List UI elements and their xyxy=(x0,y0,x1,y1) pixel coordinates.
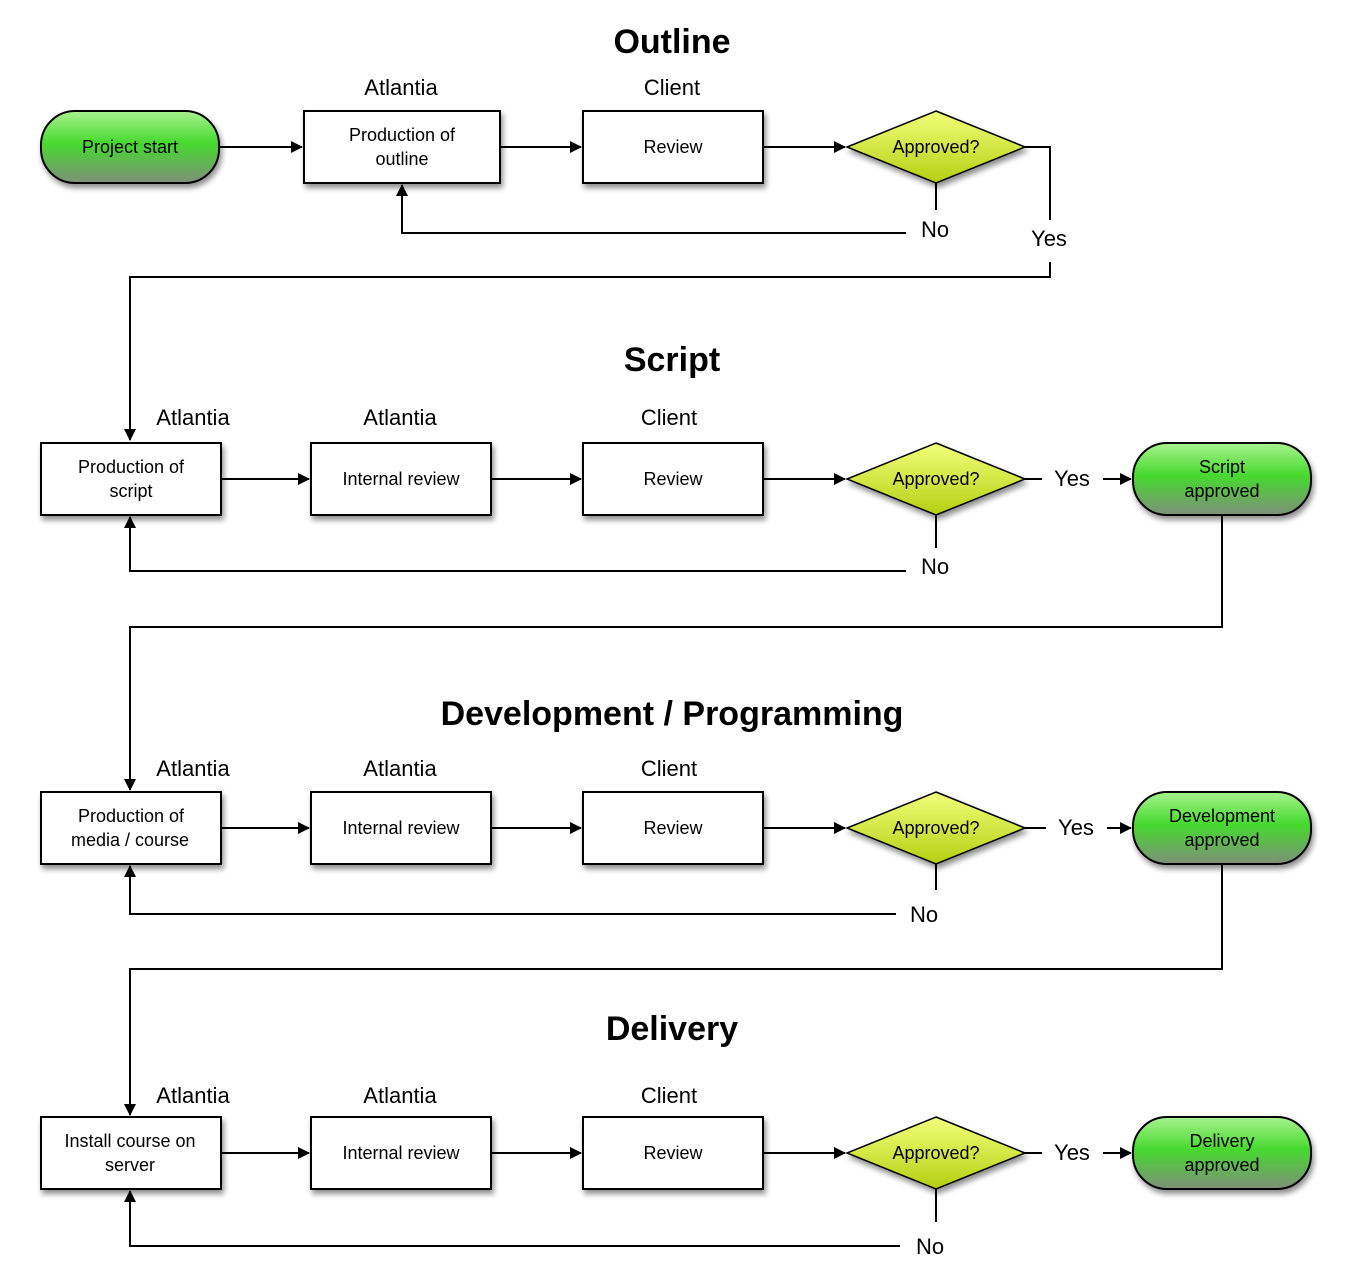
arrow-no-loop xyxy=(130,515,937,572)
box-label: Review xyxy=(643,137,703,157)
box-client-review: Review xyxy=(582,1116,764,1190)
terminal-delivery-approved: Delivery approved xyxy=(1132,1116,1312,1190)
box-install-course-on-server: Install course on server xyxy=(40,1116,222,1190)
terminal-label-line1: Script xyxy=(1199,457,1245,477)
arrow-no-loop xyxy=(130,864,937,915)
box-label-line1: Production of xyxy=(349,125,456,145)
edge-label-yes: Yes xyxy=(1054,466,1090,491)
edge-label-no: No xyxy=(921,217,949,242)
lane-label-atlantia-1: Atlantia xyxy=(156,405,230,430)
arrow-to-script-section xyxy=(124,262,1051,441)
lane-label-client: Client xyxy=(644,75,700,100)
box-label: Review xyxy=(643,818,703,838)
box-client-review: Review xyxy=(582,791,764,865)
edge-label-yes: Yes xyxy=(1031,226,1067,251)
section-title-script: Script xyxy=(624,341,720,379)
terminal-label-line2: approved xyxy=(1184,1155,1259,1175)
box-client-review: Review xyxy=(582,442,764,516)
box-label-line1: Production of xyxy=(78,457,185,477)
lane-label-atlantia-1: Atlantia xyxy=(156,756,230,781)
box-label-line2: script xyxy=(109,481,152,501)
terminal-development-approved: Development approved xyxy=(1132,791,1312,865)
box-label-line2: outline xyxy=(375,149,428,169)
lane-label-atlantia-2: Atlantia xyxy=(363,405,437,430)
terminal-label: Project start xyxy=(82,137,178,157)
terminal-project-start: Project start xyxy=(40,110,220,184)
edge-label-yes: Yes xyxy=(1058,815,1094,840)
edge-label-yes: Yes xyxy=(1054,1140,1090,1165)
section-title-development: Development / Programming xyxy=(441,695,904,733)
edge-label-no: No xyxy=(921,554,949,579)
box-production-of-media: Production of media / course xyxy=(40,791,222,865)
decision-approved: Approved? xyxy=(844,110,1028,184)
box-label-line1: Install course on xyxy=(64,1131,195,1151)
box-label: Review xyxy=(643,469,703,489)
lane-label-client: Client xyxy=(641,1083,697,1108)
section-title-delivery: Delivery xyxy=(606,1010,738,1048)
terminal-label-line1: Development xyxy=(1169,806,1275,826)
section-title-outline: Outline xyxy=(613,23,730,61)
box-internal-review: Internal review xyxy=(310,442,492,516)
arrow-no-loop xyxy=(402,183,937,234)
terminal-label-line1: Delivery xyxy=(1189,1131,1254,1151)
box-internal-review: Internal review xyxy=(310,1116,492,1190)
box-label-line2: media / course xyxy=(71,830,189,850)
lane-label-client: Client xyxy=(641,405,697,430)
box-internal-review: Internal review xyxy=(310,791,492,865)
decision-approved: Approved? xyxy=(844,442,1028,516)
box-label: Internal review xyxy=(342,469,460,489)
edge-label-no: No xyxy=(916,1234,944,1259)
box-production-of-script: Production of script xyxy=(40,442,222,516)
lane-label-client: Client xyxy=(641,756,697,781)
box-production-of-outline: Production of outline xyxy=(303,110,501,184)
lane-label-atlantia-2: Atlantia xyxy=(363,756,437,781)
arrow-to-delivery-section xyxy=(124,864,1223,1116)
lane-label-atlantia-1: Atlantia xyxy=(156,1083,230,1108)
decision-label: Approved? xyxy=(892,137,979,157)
box-label: Internal review xyxy=(342,818,460,838)
terminal-label-line2: approved xyxy=(1184,481,1259,501)
box-label: Internal review xyxy=(342,1143,460,1163)
decision-label: Approved? xyxy=(892,818,979,838)
arrow-no-loop xyxy=(130,1189,937,1247)
box-client-review: Review xyxy=(582,110,764,184)
arrow-to-development-section xyxy=(124,515,1223,791)
decision-approved: Approved? xyxy=(844,1116,1028,1190)
box-label-line2: server xyxy=(105,1155,155,1175)
decision-approved: Approved? xyxy=(844,791,1028,865)
arrow-yes-path xyxy=(1025,146,1051,220)
edge-label-no: No xyxy=(910,902,938,927)
lane-label-atlantia-2: Atlantia xyxy=(363,1083,437,1108)
box-label-line1: Production of xyxy=(78,806,185,826)
decision-label: Approved? xyxy=(892,1143,979,1163)
lane-label-atlantia: Atlantia xyxy=(364,75,438,100)
terminal-script-approved: Script approved xyxy=(1132,442,1312,516)
box-label: Review xyxy=(643,1143,703,1163)
terminal-label-line2: approved xyxy=(1184,830,1259,850)
decision-label: Approved? xyxy=(892,469,979,489)
